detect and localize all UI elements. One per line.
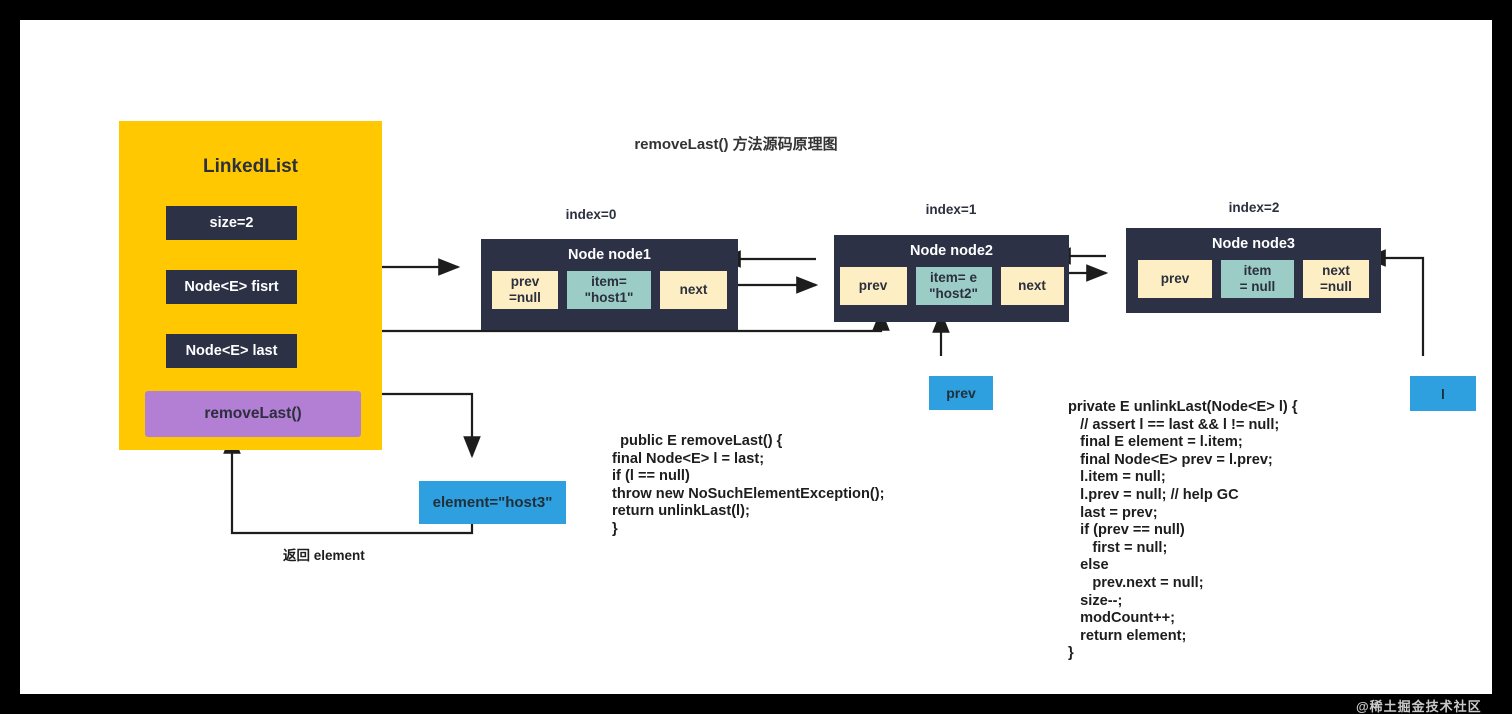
node3-item-cell: item = null xyxy=(1221,260,1294,298)
diagram-canvas: LinkedList size=2 Node<E> fisrt Node<E> … xyxy=(26,26,1486,714)
watermark: @稀土掘金技术社区 xyxy=(1356,699,1482,714)
node1-title: Node node1 xyxy=(568,247,651,263)
first-field: Node<E> fisrt xyxy=(166,270,297,304)
node1-cells: prev =null item= "host1" next xyxy=(492,271,727,309)
index-label-1: index=1 xyxy=(925,202,977,217)
node2-title: Node node2 xyxy=(910,243,993,259)
index-label-0: index=0 xyxy=(565,207,617,222)
code-unlinklast: private E unlinkLast(Node<E> l) { // ass… xyxy=(1068,399,1298,662)
node2-next-cell: next xyxy=(1000,267,1064,305)
removelast-method-box[interactable]: removeLast() xyxy=(145,391,361,437)
diagram-frame: LinkedList size=2 Node<E> fisrt Node<E> … xyxy=(20,20,1492,714)
node2-prev-cell: prev xyxy=(839,267,907,305)
index-label-2: index=2 xyxy=(1228,200,1280,215)
return-element-label: 返回 element xyxy=(281,544,367,564)
linkedlist-title: LinkedList xyxy=(202,156,298,177)
prev-pointer-box: prev xyxy=(929,376,993,410)
node3-cells: prev item = null next =null xyxy=(1138,260,1369,298)
size-field: size=2 xyxy=(166,206,297,240)
code-removelast: public E removeLast() { final Node<E> l … xyxy=(612,433,885,537)
node1-prev-cell: prev =null xyxy=(492,271,558,309)
node-box-node1: Node node1 prev =null item= "host1" next xyxy=(481,239,738,330)
node-box-node3: Node node3 prev item = null next =null xyxy=(1126,228,1381,313)
node2-cells: prev item= e "host2" next xyxy=(839,267,1064,305)
page-title: removeLast() 方法源码原理图 xyxy=(634,136,838,153)
last-field: Node<E> last xyxy=(166,334,297,368)
node-box-node2: Node node2 prev item= e "host2" next xyxy=(834,235,1069,322)
node1-next-cell: next xyxy=(660,271,727,309)
node3-title: Node node3 xyxy=(1212,236,1295,252)
node3-next-cell: next =null xyxy=(1303,260,1369,298)
node1-item-cell: item= "host1" xyxy=(567,271,651,309)
l-pointer-box: l xyxy=(1410,376,1476,411)
element-value-box: element="host3" xyxy=(419,481,566,524)
node3-prev-cell: prev xyxy=(1138,260,1212,298)
node2-item-cell: item= e "host2" xyxy=(915,267,992,305)
